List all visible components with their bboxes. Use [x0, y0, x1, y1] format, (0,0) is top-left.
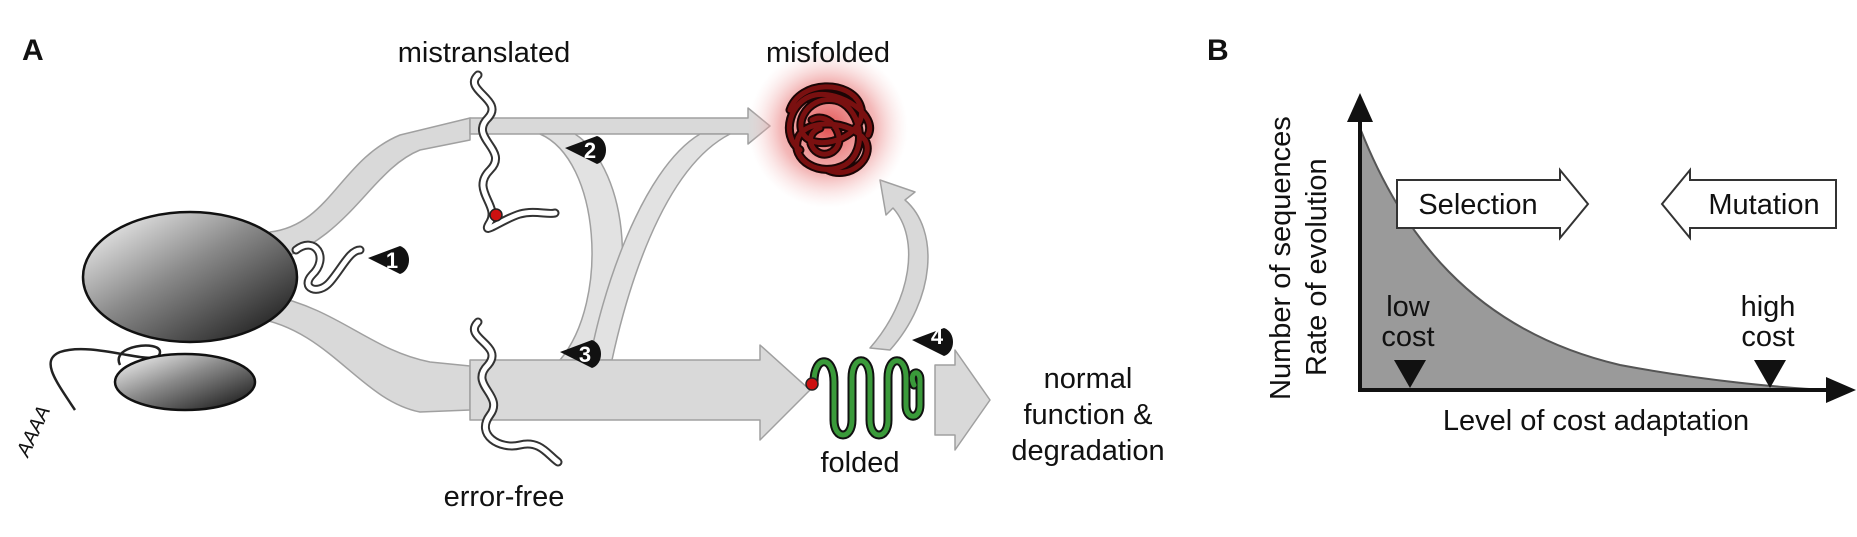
high-cost-line1: high: [1741, 291, 1796, 323]
low-cost-line2: cost: [1381, 321, 1434, 353]
x-axis-label: Level of cost adaptation: [1443, 405, 1749, 437]
ribosome-large-subunit: [81, 210, 299, 344]
selection-label: Selection: [1418, 189, 1537, 221]
label-misfolded: misfolded: [766, 37, 890, 69]
label-folded: folded: [820, 447, 899, 479]
error-free-chain: [470, 317, 563, 467]
y-axis-arrowhead: [1347, 93, 1373, 122]
step-3-number: 3: [579, 342, 591, 367]
label-mistranslated: mistranslated: [398, 37, 570, 69]
low-cost-marker: low cost: [1381, 291, 1435, 388]
x-axis-arrowhead: [1826, 377, 1856, 403]
selection-arrow: Selection: [1396, 167, 1590, 241]
step-marker-3: 3: [560, 340, 601, 368]
panel-b: B Number of sequences Rate of evolution …: [1207, 34, 1856, 437]
folded-protein: [805, 356, 925, 440]
mutation-arrow: Mutation: [1660, 167, 1837, 241]
high-cost-marker: high cost: [1741, 291, 1796, 388]
ribosome-small-subunit: [113, 352, 257, 412]
panel-a: A AAAA: [12, 34, 1164, 513]
high-cost-line2: cost: [1741, 321, 1794, 353]
label-outcome-line1: normal: [1044, 363, 1133, 395]
high-cost-triangle: [1754, 360, 1786, 388]
y-axis-label-line1: Number of sequences: [1265, 116, 1297, 400]
label-outcome-line2: function &: [1024, 399, 1153, 431]
y-axis-label-line2: Rate of evolution: [1301, 158, 1333, 376]
flow-upper: [269, 117, 471, 263]
step-4-number: 4: [931, 324, 944, 349]
arrow-to-outcome: [934, 349, 991, 451]
misfolded-protein: [748, 48, 908, 208]
label-error-free: error-free: [444, 481, 565, 513]
arrow-to-misfolded: [469, 107, 771, 145]
mutation-label: Mutation: [1708, 189, 1819, 221]
label-outcome-line3: degradation: [1011, 435, 1164, 467]
error-residue-dot: [489, 208, 503, 222]
step-marker-1: 1: [368, 246, 409, 274]
flow-paths: [254, 107, 991, 451]
mistranslated-chain: [470, 70, 560, 233]
step-1-number: 1: [386, 248, 398, 273]
mrna-tail: [49, 344, 162, 411]
arrow-refold: [869, 179, 929, 351]
step-marker-4: 4: [912, 324, 953, 356]
arrow-to-folded: [469, 344, 811, 441]
step-marker-2: 2: [565, 136, 606, 164]
panel-b-letter: B: [1207, 34, 1229, 67]
low-cost-line1: low: [1386, 291, 1431, 323]
folded-error-dot: [805, 377, 819, 391]
low-cost-triangle: [1394, 360, 1426, 388]
polya-label: AAAA: [12, 402, 55, 461]
step-2-number: 2: [584, 138, 596, 163]
flow-lower: [254, 294, 471, 413]
panel-a-letter: A: [22, 34, 44, 67]
